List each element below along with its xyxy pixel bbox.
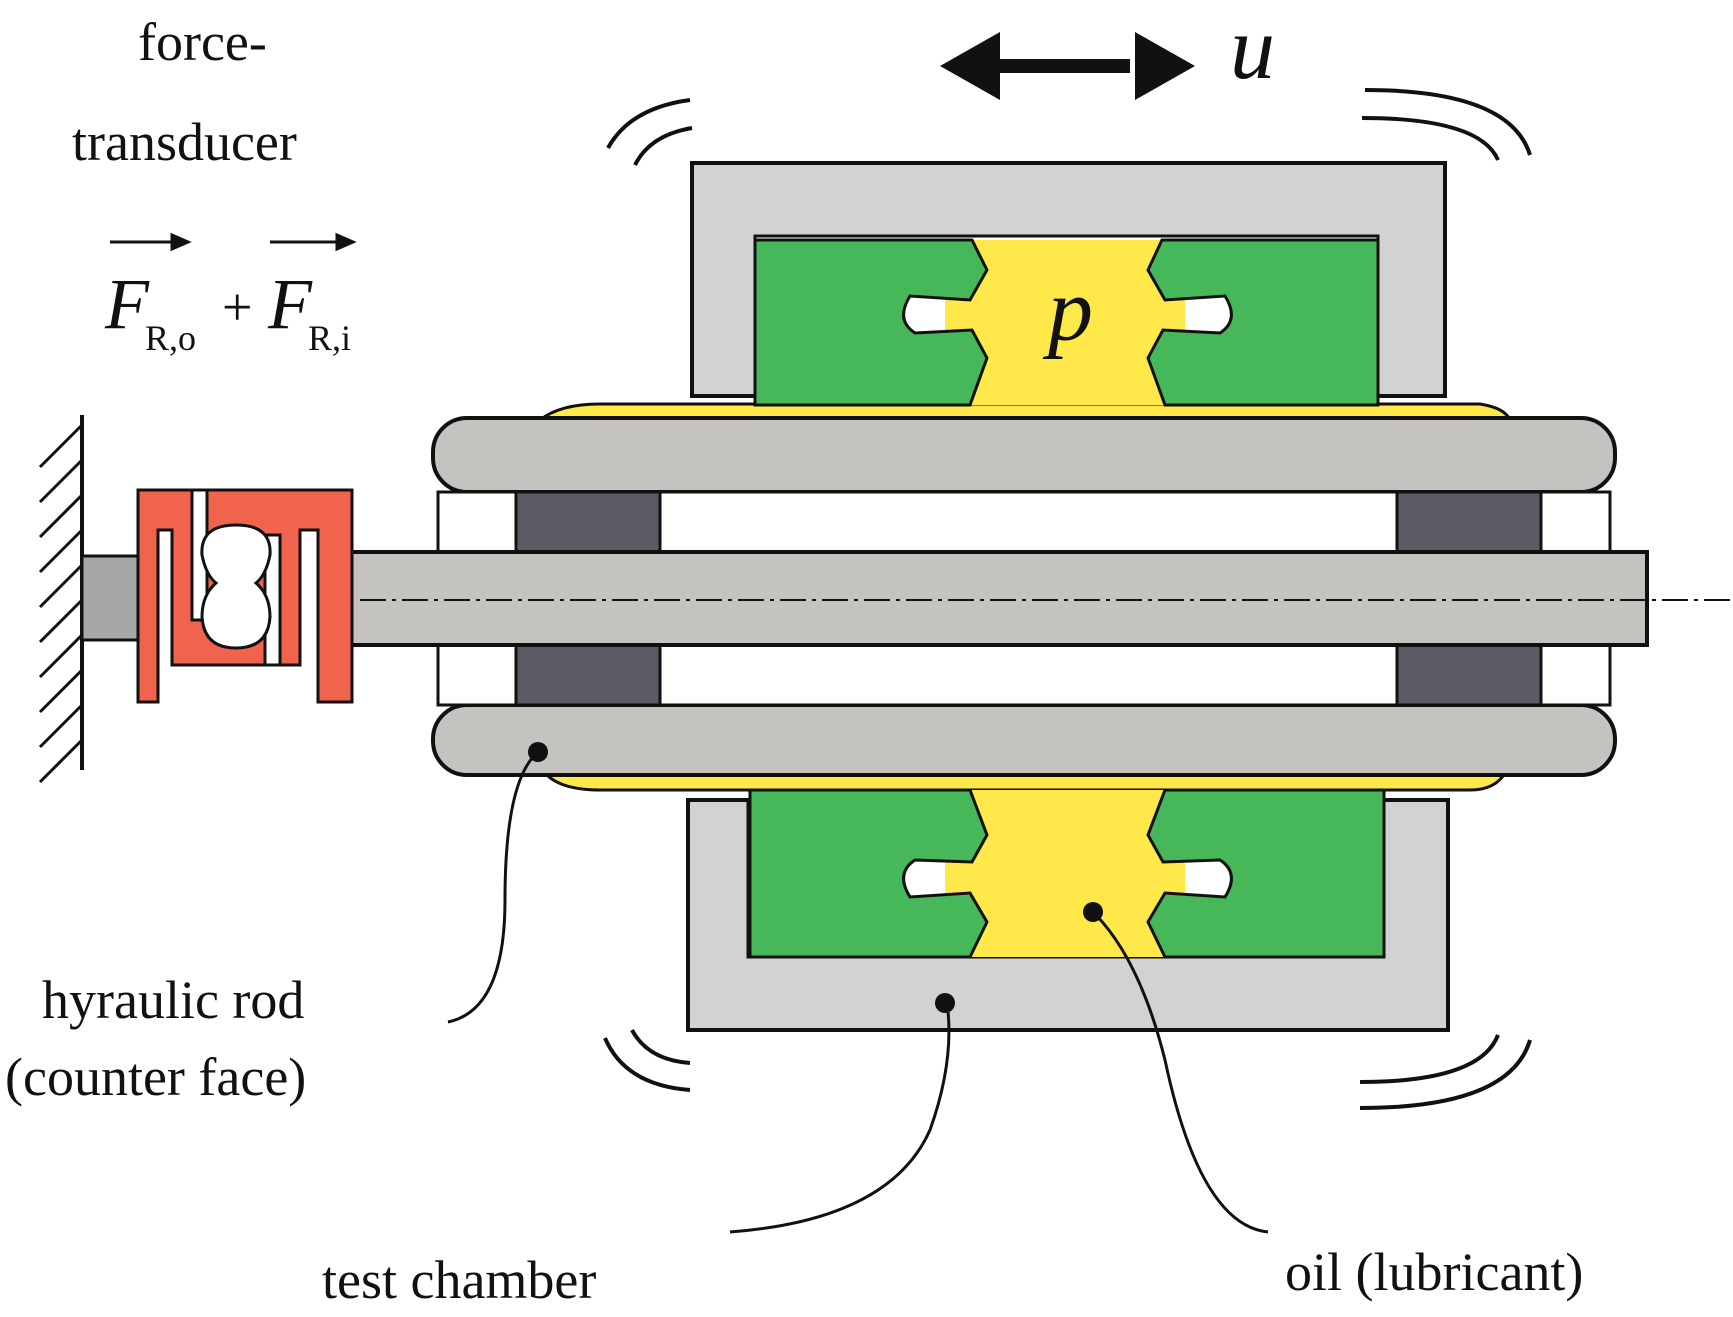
displacement-arrow [940, 32, 1195, 100]
force-vector-arrows [110, 232, 357, 252]
force-transducer-label-line1: force- [138, 12, 267, 72]
pressure-symbol: p [1042, 261, 1093, 360]
transducer-hole [200, 523, 272, 650]
guide-ring-right-upper [1395, 490, 1543, 554]
oil-lubricant-label: oil (lubricant) [1285, 1242, 1583, 1302]
hydraulic-rod-label-line2: (counter face) [5, 1047, 306, 1107]
chamber-callout-dot [935, 993, 955, 1013]
lower-left-seal [748, 788, 989, 959]
lower-oil-film [541, 771, 1508, 792]
upper-left-seal [753, 238, 989, 407]
lower-right-seal [1146, 788, 1386, 959]
rod-sleeve-upper [431, 416, 1617, 494]
force-symbol-inner: F [267, 264, 313, 344]
force-transducer-label-line2: transducer [72, 112, 297, 172]
rod-callout-dot [528, 742, 548, 762]
guide-ring-left-upper [514, 490, 662, 554]
callout-lines [447, 750, 1269, 1234]
force-symbol-outer: F [104, 264, 150, 344]
guide-ring-left-lower [514, 643, 662, 707]
oil-callout-dot [1083, 902, 1103, 922]
rod-sleeve-lower [431, 703, 1617, 777]
displacement-symbol: u [1230, 0, 1275, 98]
inner-rod [348, 550, 1649, 647]
wall-hatching [38, 423, 84, 784]
vibration-arcs [603, 88, 1532, 1110]
guide-ring-right-lower [1395, 643, 1543, 707]
wall-adapter [80, 554, 142, 642]
force-subscript-outer: R,o [145, 318, 196, 358]
test-chamber-label: test chamber [322, 1250, 596, 1310]
force-subscript-inner: R,i [308, 318, 351, 358]
hydraulic-rod-label-line1: hyraulic rod [42, 970, 304, 1030]
upper-right-seal [1146, 238, 1380, 407]
plus-sign: + [222, 277, 252, 337]
